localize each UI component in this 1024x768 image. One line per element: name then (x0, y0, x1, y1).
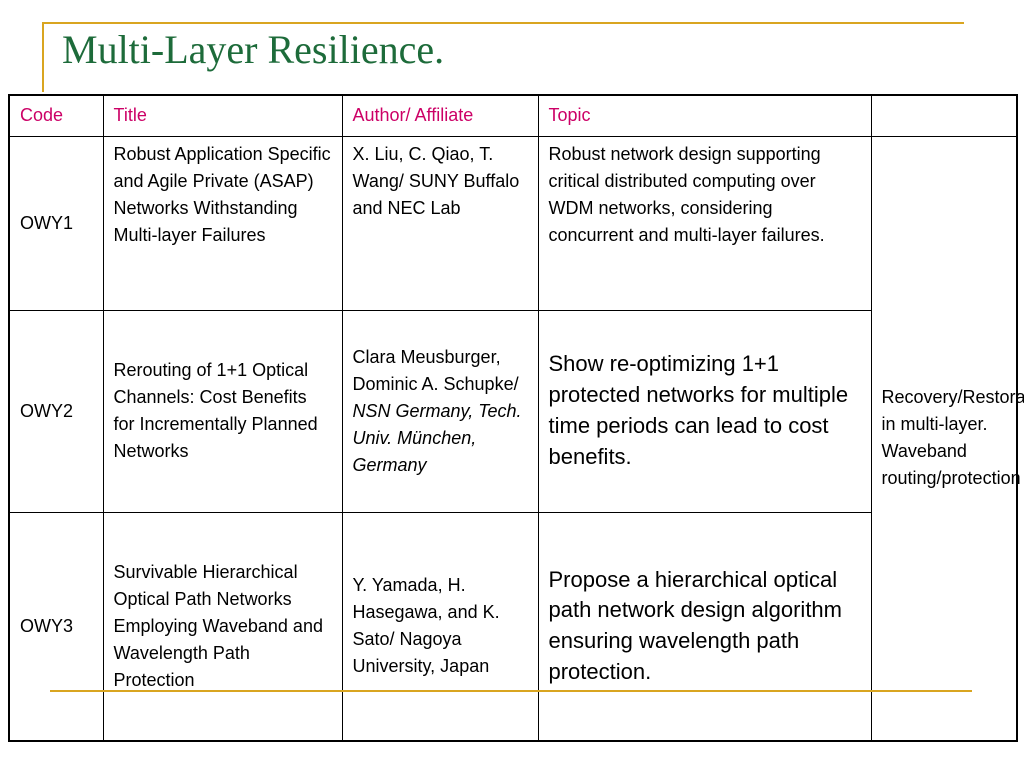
header-author: Author/ Affiliate (341, 94, 539, 137)
decorative-top-line (42, 22, 964, 24)
row-topic: Show re-optimizing 1+1 protected network… (537, 309, 872, 513)
table-row: OWY1 Robust Application Specific and Agi… (8, 135, 1024, 742)
row-topic: Propose a hierarchical optical path netw… (537, 511, 872, 742)
row-title: Survivable Hierarchical Optical Path Net… (102, 511, 343, 742)
decorative-bottom-line (50, 690, 972, 692)
table-row: OWY2 Rerouting of 1+1 Optical Channels: … (8, 309, 1017, 513)
row-author: Y. Yamada, H. Hasegawa, and K. Sato/ Nag… (341, 511, 539, 742)
row-code: OWY1 (8, 135, 104, 311)
row-code: OWY2 (8, 309, 104, 513)
merged-category-cell: Recovery/Restoration in multi-layer. Wav… (870, 135, 1024, 742)
decorative-left-line (42, 22, 44, 92)
header-title: Title (102, 94, 343, 137)
papers-table: Code Title Author/ Affiliate Topic OWY1 … (8, 94, 1024, 742)
author-names: Clara Meusburger, Dominic A. Schupke/ (352, 346, 519, 394)
row-author: Clara Meusburger, Dominic A. Schupke/ NS… (341, 309, 539, 513)
author-affiliation: NSN Germany, Tech. Univ. München, German… (352, 400, 522, 475)
header-code: Code (8, 94, 104, 137)
row-title: Rerouting of 1+1 Optical Channels: Cost … (102, 309, 343, 513)
slide-title: Multi-Layer Resilience. (62, 27, 445, 72)
header-topic: Topic (537, 94, 872, 137)
row-code: OWY3 (8, 511, 104, 742)
row-topic: Robust network design supporting critica… (537, 135, 872, 311)
table-header-row: Code Title Author/ Affiliate Topic (8, 94, 1018, 137)
table-row: OWY3 Survivable Hierarchical Optical Pat… (8, 511, 1017, 742)
row-title: Robust Application Specific and Agile Pr… (102, 135, 343, 311)
header-empty (870, 94, 1018, 137)
row-author: X. Liu, C. Qiao, T. Wang/ SUNY Buffalo a… (341, 135, 539, 311)
